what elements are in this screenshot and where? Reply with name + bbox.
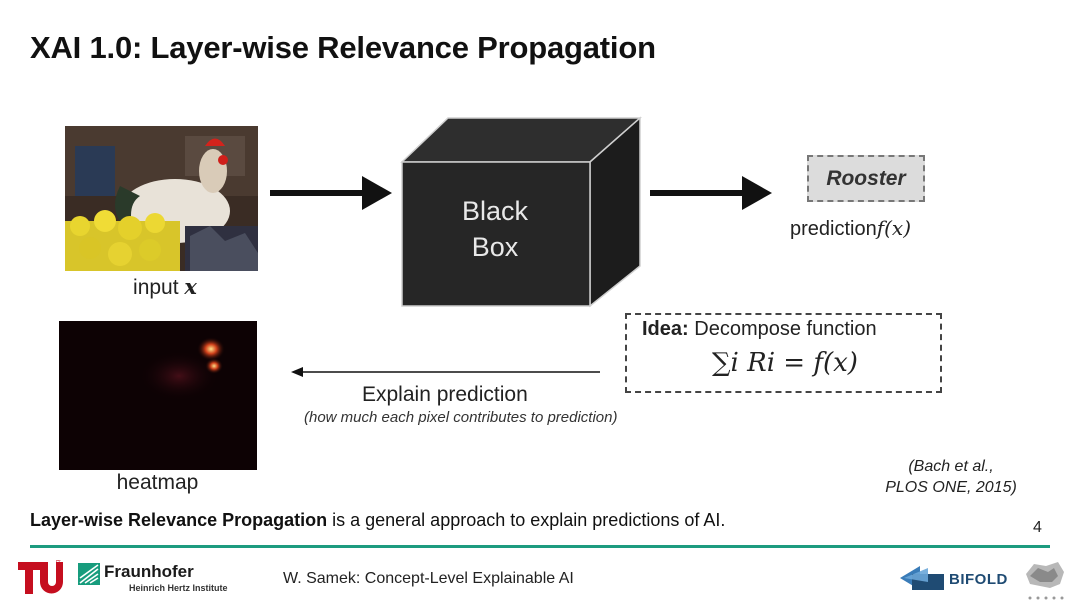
fraunhofer-icon (78, 563, 100, 585)
input-image (65, 126, 258, 271)
arrow-box-to-output (650, 176, 772, 210)
tu-berlin-logo (18, 562, 63, 594)
tu-berlin-small-text: berlin (54, 560, 60, 575)
idea-formula: ∑i Ri = f(x) (712, 348, 858, 378)
footer-presenter: W. Samek: Concept-Level Explainable AI (283, 570, 574, 587)
output-class-box: Rooster (807, 155, 925, 202)
summary-text: Layer-wise Relevance Propagation is a ge… (30, 510, 726, 530)
ellis-logo (1026, 562, 1064, 600)
heatmap-label: heatmap (116, 471, 199, 494)
fraunhofer-name: Fraunhofer (104, 562, 194, 581)
arrow-explain-back (291, 367, 600, 377)
page-number: 4 (1033, 519, 1042, 536)
slide-title: XAI 1.0: Layer-wise Relevance Propagatio… (30, 30, 656, 65)
idea-box (625, 313, 942, 393)
explain-label: Explain prediction (362, 383, 528, 406)
bifold-name: BIFOLD (949, 571, 1008, 588)
arrow-input-to-box (270, 176, 392, 210)
heatmap-image (59, 321, 257, 470)
input-label: input x (133, 274, 197, 299)
citation: (Bach et al., PLOS ONE, 2015) (885, 458, 1017, 496)
footer-rule (30, 545, 1050, 548)
bifold-icon (900, 566, 944, 590)
idea-text: Idea: Decompose function (642, 318, 877, 340)
prediction-label: predictionf(x) (790, 216, 912, 240)
fraunhofer-subtitle: Heinrich Hertz Institute (129, 583, 228, 593)
black-box-label: Black Box (461, 196, 529, 262)
black-box-cube (400, 116, 642, 308)
explain-subtitle: (how much each pixel contributes to pred… (304, 409, 618, 426)
